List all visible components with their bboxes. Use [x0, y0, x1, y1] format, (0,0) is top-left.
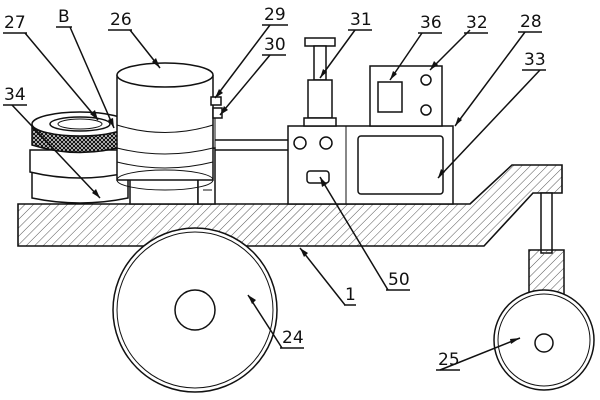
label-26: 26: [110, 10, 132, 30]
label-36: 36: [420, 13, 442, 33]
label-24: 24: [282, 328, 304, 348]
label-30: 30: [264, 35, 286, 55]
label-underlines: [3, 24, 546, 371]
label-50: 50: [388, 270, 410, 290]
telescopic-post: [303, 37, 337, 127]
control-box: [287, 125, 454, 205]
label-32: 32: [466, 13, 488, 33]
label-25: 25: [438, 350, 460, 370]
arrow-heads: [90, 58, 520, 344]
leader-lines: [11, 24, 541, 371]
label-33: 33: [524, 50, 546, 70]
label-B: B: [58, 7, 70, 27]
label-34: 34: [4, 85, 26, 105]
label-31: 31: [350, 10, 372, 30]
label-1: 1: [345, 285, 356, 305]
motor-base-plinth: [129, 177, 199, 205]
label-29: 29: [264, 5, 286, 25]
motor-cylinder: [116, 62, 214, 191]
large-wheel: [112, 227, 278, 393]
upper-panel: [369, 65, 443, 127]
left-pulley-assembly: [29, 111, 131, 204]
label-28: 28: [520, 12, 542, 32]
caster-wheel: [493, 289, 595, 391]
label-27: 27: [4, 13, 26, 33]
